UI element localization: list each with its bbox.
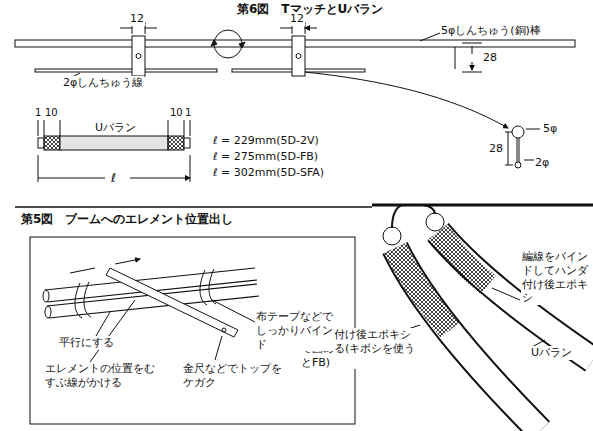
dimension: ℓ = 275mm(5D-FB) [212, 150, 319, 164]
dimension: ℓ [110, 171, 117, 186]
dimension: 10 [44, 107, 59, 120]
part-name: Uバラン [530, 346, 573, 360]
dimension: 1 [34, 107, 42, 120]
figure-heading: 第5図 ブームへのエレメント位置出し [20, 212, 234, 227]
dimension: 12 [289, 12, 305, 26]
part-name: Uバラン [94, 121, 137, 135]
dimension: ℓ = 229mm(5D-2V) [212, 134, 320, 148]
figure-title: 第6図 TマッチとUバラン [236, 2, 384, 17]
dimension: 1 [184, 107, 192, 120]
note: 布テープなどでしっかりバインド [255, 310, 335, 351]
dimension: 28 [482, 51, 498, 65]
note: 編線をバインドしてハンダ付け後エポキシ [521, 250, 589, 305]
dimension: 28 [488, 142, 504, 156]
part-name: 5φしんちゅう(銅)棒 [440, 24, 542, 38]
note: 金尺などでトップをケガク [182, 362, 284, 390]
dimension: 2φ [534, 156, 550, 170]
dimension: ℓ = 302mm(5D-SFA) [212, 166, 325, 180]
dimension: 5φ [542, 122, 558, 136]
dimension: 10 [169, 107, 184, 120]
dimension: 12 [129, 12, 145, 26]
note: 平行にする [58, 336, 115, 350]
part-name: 2φしんちゅう線 [62, 76, 144, 90]
note: エレメントの位置をむすぶ線がかける [44, 362, 156, 390]
